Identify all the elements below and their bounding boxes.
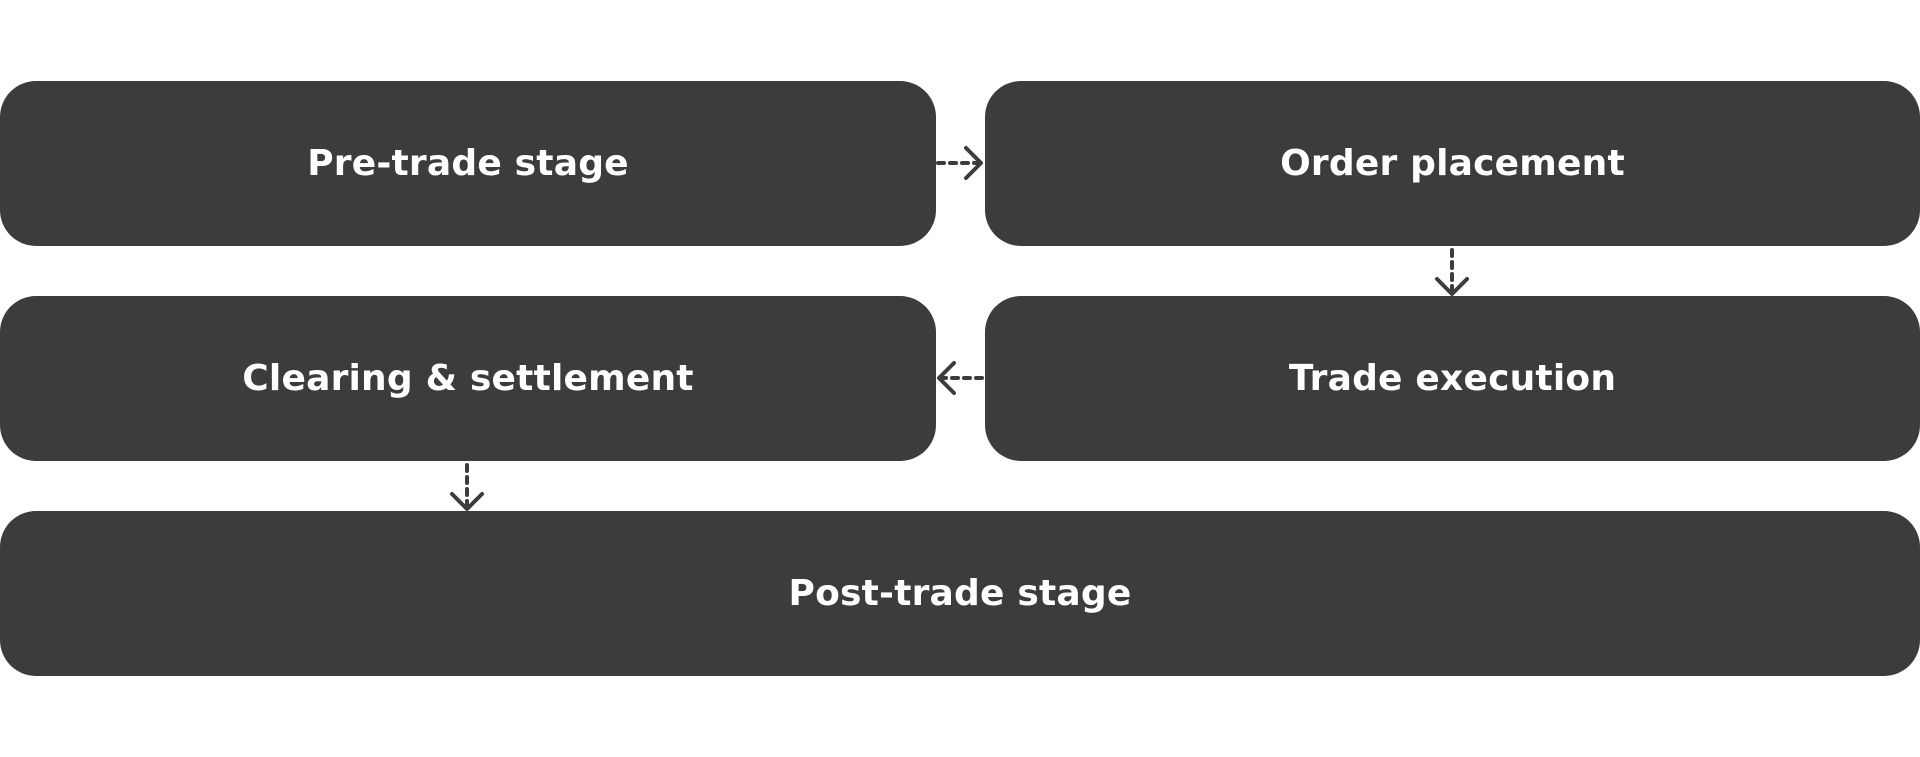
order-placement-box: Order placement [985, 81, 1920, 246]
pre-trade-stage-box: Pre-trade stage [0, 81, 936, 246]
arrow-pre-to-order [936, 146, 983, 180]
arrow-execution-to-clearing [937, 361, 984, 395]
arrow-order-to-execution [1435, 248, 1469, 296]
post-trade-stage-label: Post-trade stage [788, 573, 1132, 614]
clearing-settlement-label: Clearing & settlement [242, 358, 694, 399]
trade-execution-box: Trade execution [985, 296, 1920, 461]
pre-trade-stage-label: Pre-trade stage [307, 143, 629, 184]
arrow-clearing-to-post [450, 463, 484, 511]
order-placement-label: Order placement [1280, 143, 1625, 184]
clearing-settlement-box: Clearing & settlement [0, 296, 936, 461]
post-trade-stage-box: Post-trade stage [0, 511, 1920, 676]
trade-execution-label: Trade execution [1288, 358, 1617, 399]
